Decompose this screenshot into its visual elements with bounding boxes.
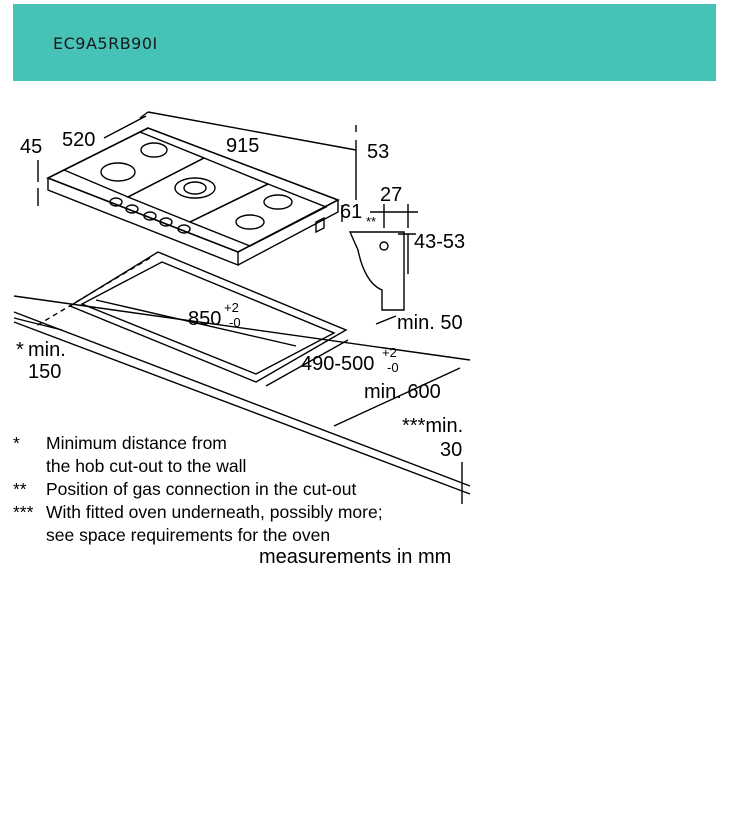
- label-min150-b: 150: [28, 361, 61, 383]
- footnote-mark: **: [13, 479, 27, 499]
- model-number: EC9A5RB90I: [53, 34, 158, 53]
- dim-490: [265, 339, 349, 387]
- label-61: 61: [340, 201, 362, 223]
- label-gas-mark: **: [366, 214, 376, 229]
- label-45: 45: [20, 136, 42, 158]
- dim-850: [95, 299, 297, 347]
- label-490-minus: -0: [387, 360, 399, 375]
- dim-915: [147, 111, 357, 151]
- footnote-text: the hob cut-out to the wall: [46, 456, 247, 476]
- footnote-3: *** With fitted oven underneath, possibl…: [13, 501, 483, 547]
- label-27: 27: [380, 184, 402, 206]
- knob-1: [109, 197, 123, 207]
- footnote-text: Minimum distance from: [46, 433, 227, 453]
- worktop-front-edge-2: [13, 321, 471, 495]
- gas-conn-point: [379, 241, 389, 251]
- footnote-text: With fitted oven underneath, possibly mo…: [46, 502, 383, 522]
- label-850: 850: [188, 308, 221, 330]
- cutout-dashed: [35, 257, 151, 327]
- burner-4: [263, 194, 293, 210]
- gas-connector: [315, 216, 325, 234]
- knob-4: [159, 217, 173, 227]
- footnote-1: * Minimum distance from the hob cut-out …: [13, 432, 483, 478]
- label-490-500: 490-500: [301, 353, 374, 375]
- label-min30-b: 30: [440, 439, 462, 461]
- footnote-2: ** Position of gas connection in the cut…: [13, 478, 483, 501]
- profile: [348, 231, 405, 311]
- label-min30-a: ***min.: [402, 415, 463, 437]
- hob-side: [237, 200, 339, 266]
- label-53: 53: [367, 141, 389, 163]
- units-label: measurements in mm: [259, 546, 452, 568]
- dim-27: [370, 204, 418, 228]
- footnotes: * Minimum distance from the hob cut-out …: [13, 432, 483, 547]
- label-43-53: 43-53: [414, 231, 465, 253]
- dim-min50: [375, 315, 397, 325]
- header-banner: EC9A5RB90I: [13, 4, 716, 81]
- burner-1: [140, 142, 168, 158]
- label-min50: min. 50: [397, 312, 463, 334]
- label-520: 520: [62, 129, 95, 151]
- cutout-inner: [80, 261, 336, 375]
- label-915: 915: [226, 135, 259, 157]
- label-min150-a: min.: [28, 339, 66, 361]
- knob-2: [125, 204, 139, 214]
- label-min600: min. 600: [364, 381, 441, 403]
- burner-5: [235, 214, 265, 230]
- footnote-text: see space requirements for the oven: [46, 525, 331, 545]
- knob-3: [143, 211, 157, 221]
- label-min150-mark: *: [16, 339, 24, 361]
- dim-520: [103, 111, 149, 139]
- footnote-mark: ***: [13, 502, 34, 522]
- grate-right: [188, 183, 328, 247]
- worktop-front-edge: [13, 311, 471, 487]
- dim-43-53: [398, 233, 416, 274]
- burner-2: [100, 162, 136, 182]
- hob-front: [47, 178, 239, 267]
- knob-5: [177, 224, 191, 234]
- footnote-text: Position of gas connection in the cut-ou…: [46, 479, 357, 499]
- label-490-plus: +2: [382, 345, 397, 360]
- dim-min150: [13, 317, 63, 331]
- dim-min600: [333, 367, 461, 427]
- label-850-plus: +2: [224, 300, 239, 315]
- burner-3-inner: [183, 181, 207, 195]
- label-850-minus: -0: [229, 315, 241, 330]
- footnote-mark: *: [13, 433, 20, 453]
- burner-3: [174, 177, 216, 199]
